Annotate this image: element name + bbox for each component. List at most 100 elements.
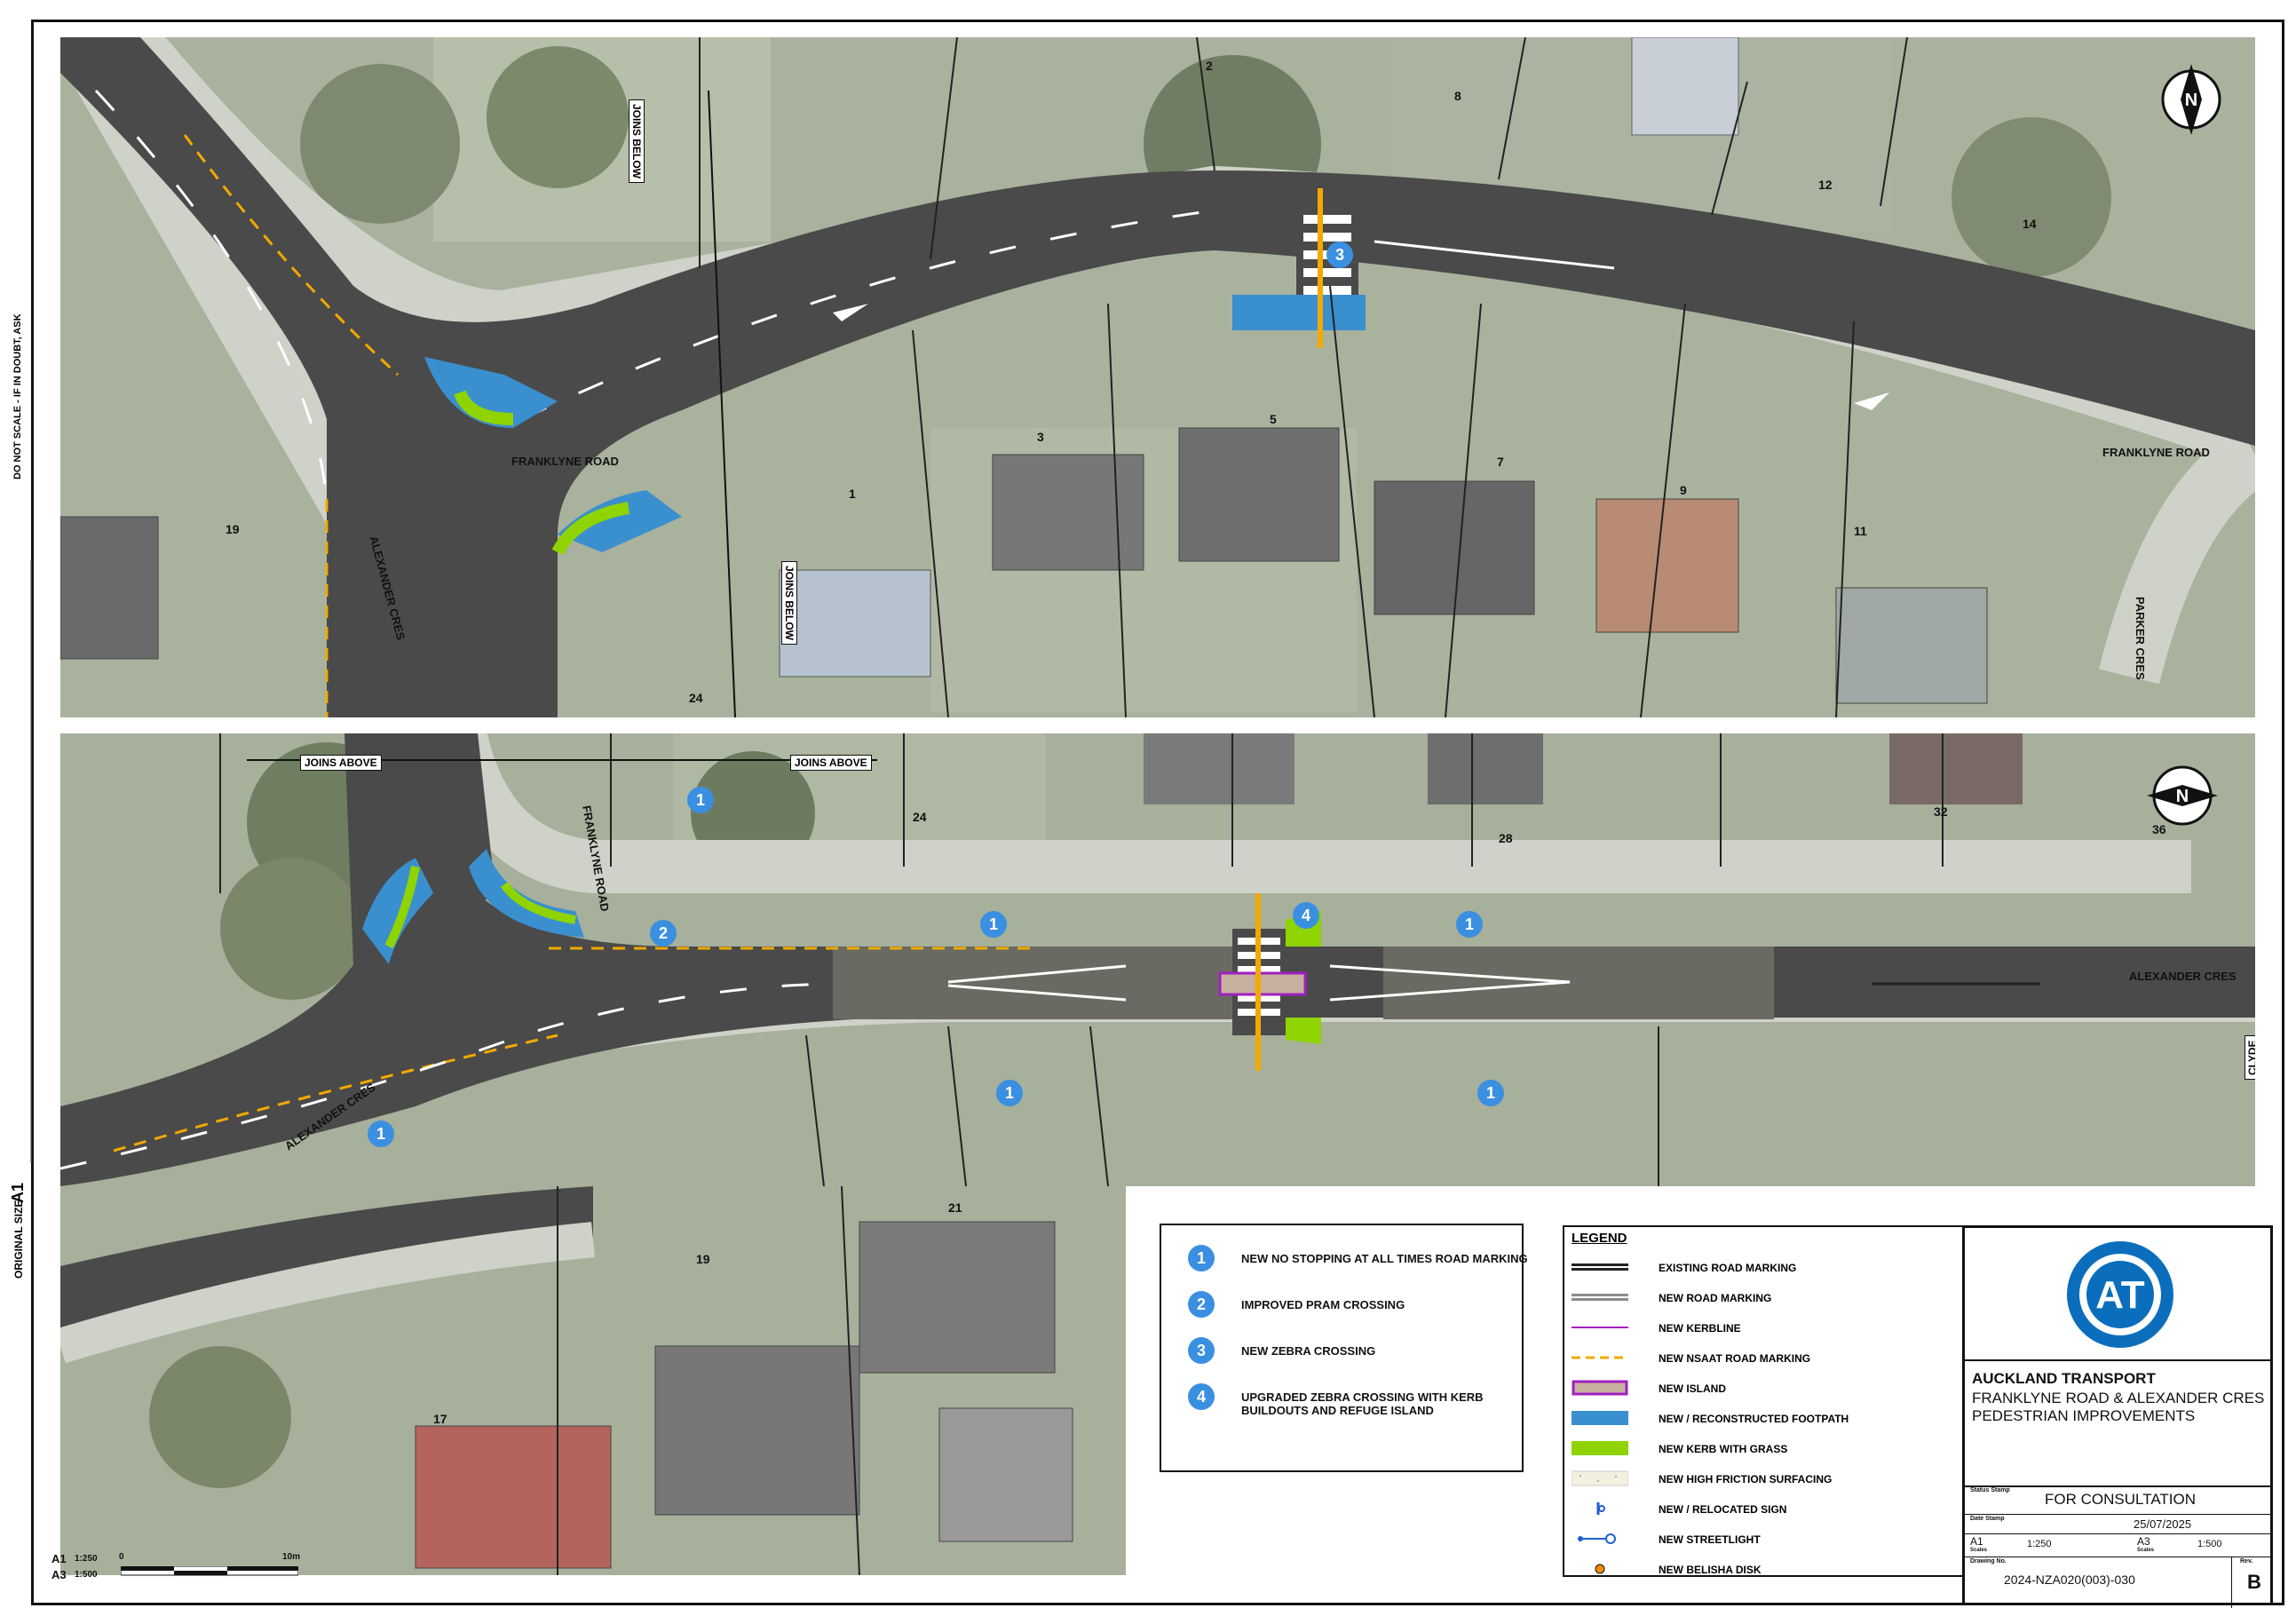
- note-text: NEW ZEBRA CROSSING: [1241, 1344, 1376, 1358]
- road-label-franklyne-2: FRANKLYNE ROAD: [2102, 446, 2210, 459]
- scale-a3-label: Scales: [2137, 1548, 2155, 1553]
- legend-row: NEW ISLAND: [1572, 1380, 1998, 1398]
- scale-a3-tb-value: 1:500: [2197, 1539, 2222, 1549]
- scale-a1-tb: A1: [1970, 1535, 1983, 1548]
- project-line1: FRANKLYNE ROAD & ALEXANDER CRES: [1972, 1390, 2265, 1406]
- note-marker: 1: [687, 787, 714, 813]
- legend-swatch-speck: [1572, 1470, 1628, 1486]
- legend-row: NEW NSAAT ROAD MARKING: [1572, 1350, 1998, 1367]
- bottom-continuation-graphic: [60, 1186, 1126, 1575]
- bottom-plan-continuation: 21 19 17 1: [60, 1186, 1126, 1575]
- legend-swatch-fill: [1572, 1441, 1628, 1455]
- svg-text:AT: AT: [2095, 1273, 2145, 1317]
- sheet-border: [31, 20, 2284, 1605]
- legend-swatch-line: [1572, 1263, 1628, 1271]
- rev-label: Rev.: [2240, 1558, 2253, 1565]
- note-marker: 1: [368, 1121, 394, 1147]
- lot-number: 12: [1818, 178, 1833, 192]
- side-note: DO NOT SCALE - IF IN DOUBT, ASK: [12, 313, 23, 479]
- legend-label: NEW / RELOCATED SIGN: [1659, 1503, 1787, 1516]
- lot-number: 19: [226, 522, 240, 536]
- legend-row: NEW / RECONSTRUCTED FOOTPATH: [1572, 1410, 1998, 1428]
- date-label: Date Stamp: [1970, 1516, 2005, 1522]
- legend-row: NEW BELISHA DISK: [1572, 1561, 1998, 1579]
- lot-number: 36: [2152, 822, 2166, 836]
- top-plan-graphic: N: [60, 37, 2255, 717]
- lot-number: 9: [1680, 483, 1687, 497]
- lot-number: 14: [2023, 217, 2037, 231]
- legend-row: NEW KERB WITH GRASS: [1572, 1440, 1998, 1458]
- joins-below-label-1: JOINS BELOW: [629, 99, 645, 184]
- legend-swatch-thin: [1572, 1327, 1628, 1328]
- scale-a1-value: 1:250: [75, 1554, 98, 1564]
- scale-zero: 0: [119, 1552, 124, 1562]
- scale-a1-tb-value: 1:250: [2027, 1539, 2052, 1549]
- scale-ruler: [121, 1566, 298, 1576]
- lot-number: 5: [1270, 412, 1277, 426]
- legend-swatch-island: [1572, 1380, 1628, 1396]
- legend-label: NEW KERBLINE: [1659, 1322, 1741, 1335]
- lot-number: 28: [1499, 831, 1513, 845]
- note-marker: 1: [996, 1080, 1023, 1106]
- road-label-parker: PARKER CRES: [2134, 597, 2147, 680]
- north-arrow-icon: N: [2161, 64, 2221, 135]
- note-text: NEW NO STOPPING AT ALL TIMES ROAD MARKIN…: [1241, 1252, 1528, 1265]
- note-marker: 1: [980, 911, 1007, 938]
- title-block: AT AUCKLAND TRANSPORT FRANKLYNE ROAD & A…: [1962, 1225, 2273, 1608]
- lot-number: 32: [1934, 804, 1948, 819]
- status-label: Status Stamp: [1970, 1487, 2010, 1493]
- bottom-plan-graphic: N: [60, 733, 2255, 1186]
- original-size-value: A1: [9, 1182, 27, 1203]
- legend-swatch-light: [1578, 1533, 1616, 1544]
- note-marker: 1: [1477, 1080, 1504, 1106]
- legend-label: NEW NSAAT ROAD MARKING: [1659, 1352, 1811, 1365]
- legend-swatch-line: [1572, 1294, 1628, 1301]
- revision: B: [2247, 1571, 2261, 1593]
- lot-number: 19: [696, 1252, 710, 1266]
- scale-a3-value: 1:500: [75, 1570, 98, 1580]
- lot-number: 11: [1854, 524, 1867, 538]
- status-stamp: FOR CONSULTATION: [2045, 1491, 2196, 1508]
- legend-row: NEW HIGH FRICTION SURFACING: [1572, 1470, 1998, 1488]
- joins-below-label-2: JOINS BELOW: [781, 561, 797, 646]
- note-text: IMPROVED PRAM CROSSING: [1241, 1298, 1405, 1311]
- joins-above-label-2: JOINS ABOVE: [790, 755, 872, 771]
- note-number: 2: [1188, 1291, 1215, 1318]
- note-marker: 4: [1293, 902, 1319, 929]
- date-stamp: 25/07/2025: [2134, 1517, 2192, 1531]
- legend-label: NEW HIGH FRICTION SURFACING: [1659, 1473, 1833, 1485]
- lot-number: 1: [849, 487, 856, 501]
- lot-number: 2: [1206, 59, 1213, 73]
- lot-number: 24: [913, 810, 927, 824]
- north-arrow-icon: N: [2147, 765, 2218, 826]
- scale-a1: A1: [51, 1552, 67, 1565]
- project-line2: PEDESTRIAN IMPROVEMENTS: [1972, 1407, 2196, 1424]
- bottom-plan-panel: N JOINS ABOVE JOINS ABOVE FRANKLYNE ROAD…: [60, 733, 2255, 1186]
- notes-box: 1 NEW NO STOPPING AT ALL TIMES ROAD MARK…: [1160, 1224, 1528, 1472]
- legend-label: NEW ISLAND: [1659, 1382, 1726, 1395]
- note-marker: 2: [650, 920, 677, 947]
- lot-number: 3: [1037, 430, 1044, 444]
- zebra-crossing-4: [1218, 893, 1321, 1071]
- joins-above-label-1: JOINS ABOVE: [300, 755, 382, 771]
- original-size-label: ORIGINAL SIZE: [12, 1200, 25, 1279]
- lot-number: 8: [1454, 89, 1461, 103]
- legend-label: NEW ROAD MARKING: [1659, 1292, 1772, 1304]
- note-number: 1: [1188, 1245, 1215, 1271]
- legend-row: NEW KERBLINE: [1572, 1319, 1998, 1337]
- margin-ruler: [30, 559, 32, 1163]
- lot-number: 21: [948, 1200, 962, 1215]
- road-label-franklyne-1: FRANKLYNE ROAD: [511, 455, 619, 468]
- legend-label: NEW / RECONSTRUCTED FOOTPATH: [1659, 1413, 1849, 1425]
- road-label-clyde: CLYDE ROAD: [2245, 1035, 2255, 1080]
- note-marker: 1: [1456, 911, 1483, 938]
- scale-ten: 10m: [282, 1552, 301, 1562]
- scale-a3: A3: [51, 1568, 67, 1581]
- lot-number: 24: [689, 691, 703, 705]
- road-label-alexander-1: ALEXANDER CRES: [2129, 970, 2237, 983]
- scale-a3-tb: A3: [2137, 1535, 2150, 1548]
- drawing-no-label: Drawing No.: [1970, 1558, 2007, 1565]
- legend-swatch-sign: [1596, 1502, 1605, 1515]
